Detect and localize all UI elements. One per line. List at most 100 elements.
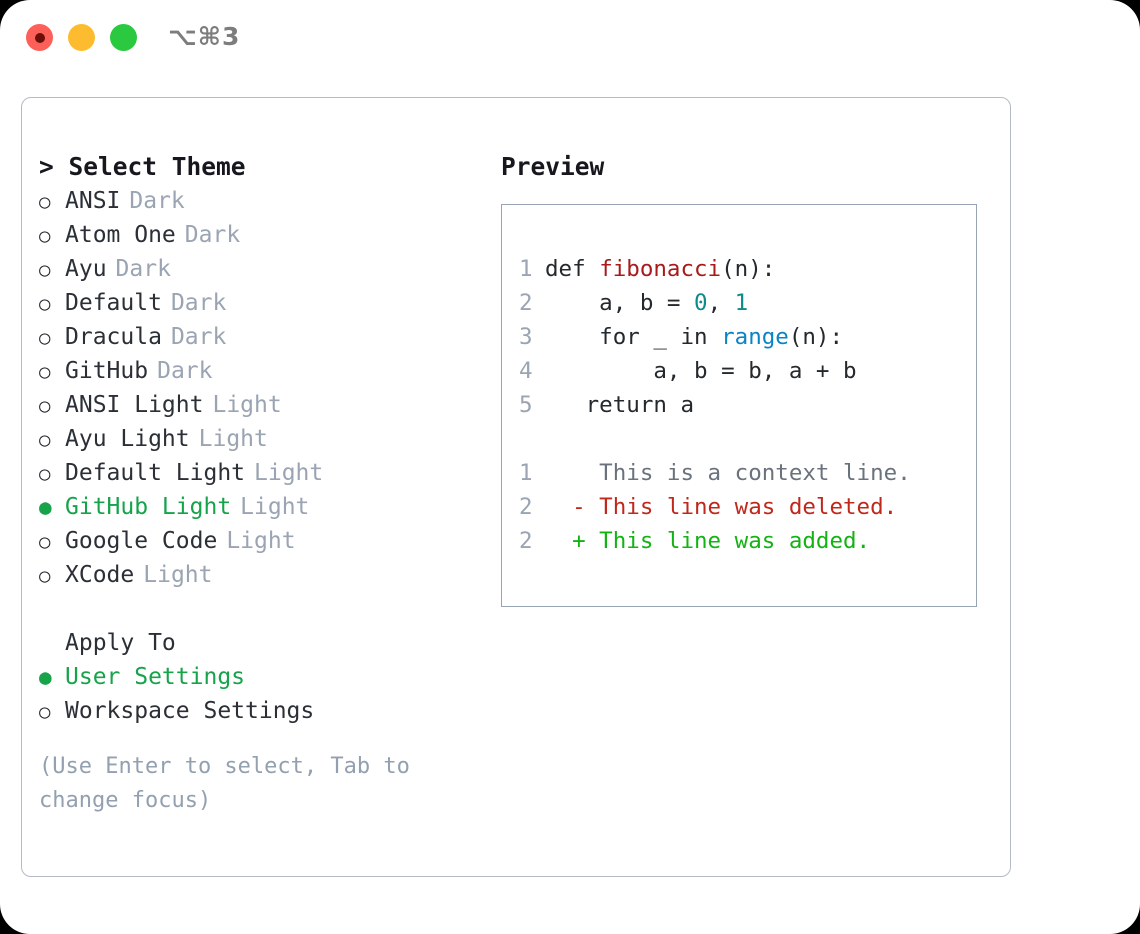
theme-category-tag: Light bbox=[198, 426, 268, 452]
theme-category-tag: Dark bbox=[157, 358, 213, 384]
minimize-button[interactable] bbox=[68, 24, 95, 51]
theme-name: ANSI bbox=[65, 188, 121, 214]
close-button[interactable] bbox=[26, 24, 53, 51]
apply-to-list[interactable]: ● User Settings ○ Workspace Settings bbox=[39, 660, 489, 728]
theme-list-item[interactable]: ○ Default Dark bbox=[39, 286, 489, 320]
keyboard-shortcut-label: ⌥⌘3 bbox=[168, 22, 241, 51]
code-token: a, b = b, a + b bbox=[545, 358, 857, 384]
theme-list-item[interactable]: ○ Ayu Dark bbox=[39, 252, 489, 286]
theme-list-item[interactable]: ○ Atom One Dark bbox=[39, 218, 489, 252]
recording-dot-icon bbox=[34, 32, 45, 43]
code-token: (n): bbox=[721, 256, 776, 282]
line-number: 2 bbox=[519, 494, 533, 520]
diff-text: This is a context line. bbox=[545, 460, 911, 486]
apply-to-item[interactable]: ● User Settings bbox=[39, 660, 489, 694]
radio-unselected-icon: ○ bbox=[39, 361, 51, 383]
code-line: 5 return a bbox=[519, 388, 911, 422]
line-number: 3 bbox=[519, 324, 533, 350]
apply-to-label: User Settings bbox=[65, 664, 246, 690]
code-token: range bbox=[721, 324, 789, 350]
theme-list-item[interactable]: ○ GitHub Dark bbox=[39, 354, 489, 388]
theme-name: Atom One bbox=[65, 222, 176, 248]
diff-line: 1 This is a context line. bbox=[519, 456, 911, 490]
code-token: return a bbox=[545, 392, 695, 418]
code-line: 3 for _ in range(n): bbox=[519, 320, 911, 354]
theme-name: Google Code bbox=[65, 528, 218, 554]
code-token: fibonacci bbox=[599, 256, 722, 282]
theme-category-tag: Light bbox=[212, 392, 282, 418]
code-token: def bbox=[545, 256, 600, 282]
radio-unselected-icon: ○ bbox=[39, 701, 51, 723]
theme-category-tag: Light bbox=[240, 494, 310, 520]
code-gap bbox=[519, 422, 911, 456]
theme-list-item[interactable]: ○ Dracula Dark bbox=[39, 320, 489, 354]
theme-name: Ayu bbox=[65, 256, 107, 282]
help-text: (Use Enter to select, Tab to change focu… bbox=[39, 754, 410, 813]
apply-to-item[interactable]: ○ Workspace Settings bbox=[39, 694, 489, 728]
theme-list-item[interactable]: ○ XCode Light bbox=[39, 558, 489, 592]
radio-unselected-icon: ○ bbox=[39, 293, 51, 315]
theme-category-tag: Dark bbox=[170, 290, 227, 316]
theme-name: Default bbox=[65, 290, 162, 316]
theme-category-tag: Dark bbox=[115, 256, 171, 282]
line-number: 1 bbox=[519, 460, 533, 486]
code-line: 4 a, b = b, a + b bbox=[519, 354, 911, 388]
theme-category-tag: Dark bbox=[184, 222, 241, 248]
line-number: 4 bbox=[519, 358, 533, 384]
code-line: 2 a, b = 0, 1 bbox=[519, 286, 911, 320]
theme-name: ANSI Light bbox=[65, 392, 204, 418]
code-token: for _ in bbox=[545, 324, 722, 350]
diff-text: - This line was deleted. bbox=[545, 494, 898, 520]
theme-category-tag: Light bbox=[254, 460, 324, 486]
theme-category-tag: Dark bbox=[170, 324, 227, 350]
title-bar: ⌥⌘3 bbox=[0, 0, 1140, 78]
theme-name: Default Light bbox=[65, 460, 246, 486]
line-number: 5 bbox=[519, 392, 533, 418]
theme-list-item[interactable]: ○ ANSI Light Light bbox=[39, 388, 489, 422]
code-token: (n): bbox=[788, 324, 844, 350]
radio-unselected-icon: ○ bbox=[39, 463, 51, 485]
code-token: a, b = bbox=[545, 290, 695, 316]
diff-line: 2 + This line was added. bbox=[519, 524, 911, 558]
preview-title: Preview bbox=[501, 152, 605, 181]
code-token: 0 bbox=[694, 290, 708, 316]
theme-category-tag: Light bbox=[143, 562, 213, 588]
theme-category-tag: Dark bbox=[129, 188, 185, 214]
radio-unselected-icon: ○ bbox=[39, 531, 51, 553]
radio-unselected-icon: ○ bbox=[39, 565, 51, 587]
panel-heading-select-theme: > Select Theme bbox=[39, 152, 246, 181]
line-number: 2 bbox=[519, 528, 533, 554]
apply-to-title: Apply To bbox=[65, 630, 176, 656]
theme-name: GitHub bbox=[65, 358, 149, 384]
radio-selected-icon: ● bbox=[39, 495, 52, 519]
theme-list-item[interactable]: ○ Default Light Light bbox=[39, 456, 489, 490]
radio-selected-icon: ● bbox=[39, 665, 52, 689]
radio-unselected-icon: ○ bbox=[39, 395, 51, 417]
code-token: , bbox=[707, 290, 735, 316]
code-token: 1 bbox=[734, 290, 749, 316]
diff-text: + This line was added. bbox=[545, 528, 871, 554]
diff-line: 2 - This line was deleted. bbox=[519, 490, 911, 524]
maximize-button[interactable] bbox=[110, 24, 137, 51]
theme-name: Dracula bbox=[65, 324, 162, 350]
window-controls bbox=[26, 24, 137, 51]
radio-unselected-icon: ○ bbox=[39, 225, 51, 247]
theme-name: XCode bbox=[65, 562, 135, 588]
line-number: 2 bbox=[519, 290, 533, 316]
list-spacer bbox=[39, 592, 489, 626]
radio-unselected-icon: ○ bbox=[39, 327, 51, 349]
apply-to-label: Workspace Settings bbox=[65, 698, 315, 724]
radio-unselected-icon: ○ bbox=[39, 259, 51, 281]
